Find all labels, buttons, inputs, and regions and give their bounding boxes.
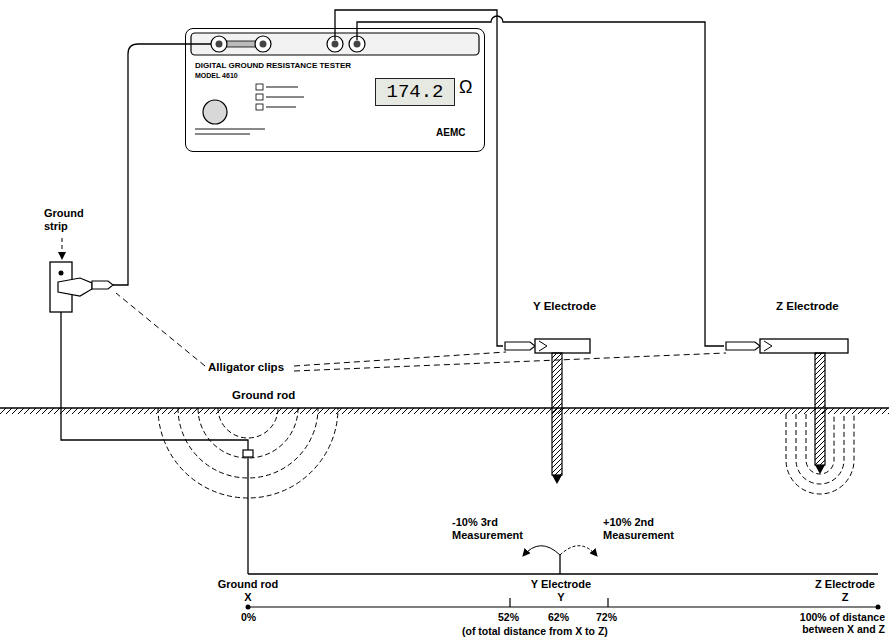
brand-label: AEMC xyxy=(436,127,465,139)
ground-conductor xyxy=(61,312,248,450)
terminal xyxy=(255,36,271,52)
electrode-label: Y Electrode xyxy=(533,300,596,313)
percent-label: 100% of distance between X and Z xyxy=(790,611,885,635)
axis-note: (of total distance from X to Z) xyxy=(462,625,608,637)
electrode-shaft xyxy=(552,353,562,475)
indicator-bar xyxy=(266,96,304,98)
terminal-pin xyxy=(216,41,223,48)
measurement-note: +10% 2nd Measurement xyxy=(603,516,685,541)
axis-tick xyxy=(607,598,608,607)
ground-tester-box: DIGITAL GROUND RESISTANCE TESTER MODEL 46… xyxy=(185,28,485,152)
electrode-handle xyxy=(535,339,590,353)
indicator-bar xyxy=(266,106,296,108)
terminal-link xyxy=(225,41,257,47)
indicator-box xyxy=(256,84,263,90)
leader-line xyxy=(116,293,205,366)
part-label: Ground strip xyxy=(44,207,96,232)
part-label: Alligator clips xyxy=(208,361,284,374)
percent-label: 62% xyxy=(548,611,569,623)
percent-label: 0% xyxy=(241,611,256,623)
unit-symbol: Ω xyxy=(459,77,472,98)
electrode-label: Z Electrode xyxy=(776,300,839,313)
panel-detail xyxy=(195,133,250,135)
position-label: Ground rod X xyxy=(215,578,281,603)
measurement-note: -10% 3rd Measurement xyxy=(452,516,532,541)
leader-line xyxy=(294,353,726,371)
terminal-lead xyxy=(334,28,335,40)
strip-bolt xyxy=(59,271,64,276)
field-line xyxy=(198,408,298,458)
alligator-clip xyxy=(726,342,760,350)
percent-label: 52% xyxy=(498,611,519,623)
ground-hatch xyxy=(0,408,889,414)
terminal-pin xyxy=(354,41,361,48)
field-line xyxy=(218,408,278,438)
indicator-box xyxy=(256,104,263,110)
terminal xyxy=(211,36,227,52)
distance-axis xyxy=(248,573,878,574)
strip-clamp xyxy=(58,278,92,296)
alligator-clip xyxy=(92,281,113,289)
move-arrow xyxy=(560,546,597,556)
panel-detail xyxy=(195,128,265,130)
model-label: MODEL 4610 xyxy=(195,72,238,80)
leader-arrow xyxy=(62,238,63,259)
position-label: Z Electrode Z xyxy=(812,578,878,603)
handle-mark xyxy=(539,341,547,351)
test-lead-wire xyxy=(335,10,503,346)
test-lead xyxy=(113,44,211,285)
handle-mark xyxy=(764,341,772,351)
percent-label: 72% xyxy=(596,611,617,623)
indicator-box xyxy=(256,94,263,100)
position-label: Y Electrode Y xyxy=(528,578,594,603)
terminal-lead xyxy=(356,28,357,40)
terminal-pin xyxy=(332,41,339,48)
measure-button xyxy=(203,100,227,124)
test-lead-wire xyxy=(357,16,724,346)
device-title: DIGITAL GROUND RESISTANCE TESTER xyxy=(195,61,351,70)
move-arrow xyxy=(523,546,560,556)
indicator-bar xyxy=(266,86,298,88)
terminal-pin xyxy=(260,41,267,48)
electrode-node: Y Electrode xyxy=(503,300,603,356)
position-line xyxy=(247,457,248,574)
part-label: Ground rod xyxy=(232,389,295,402)
ground-rod xyxy=(243,450,253,457)
axis-tick xyxy=(509,598,510,607)
axis-end xyxy=(246,605,251,610)
display-reading: 174.2 xyxy=(376,79,454,105)
alligator-clip xyxy=(505,342,535,350)
electrode-tip xyxy=(552,475,562,484)
axis-end xyxy=(876,605,881,610)
electrode-shaft xyxy=(815,353,825,465)
lcd-display: 174.2 xyxy=(375,78,455,106)
electrode-handle xyxy=(760,339,848,353)
percent-axis xyxy=(248,606,878,607)
electrode-node: Z Electrode xyxy=(724,300,874,356)
electrode-tip xyxy=(815,465,825,474)
axis-tick xyxy=(559,555,560,574)
